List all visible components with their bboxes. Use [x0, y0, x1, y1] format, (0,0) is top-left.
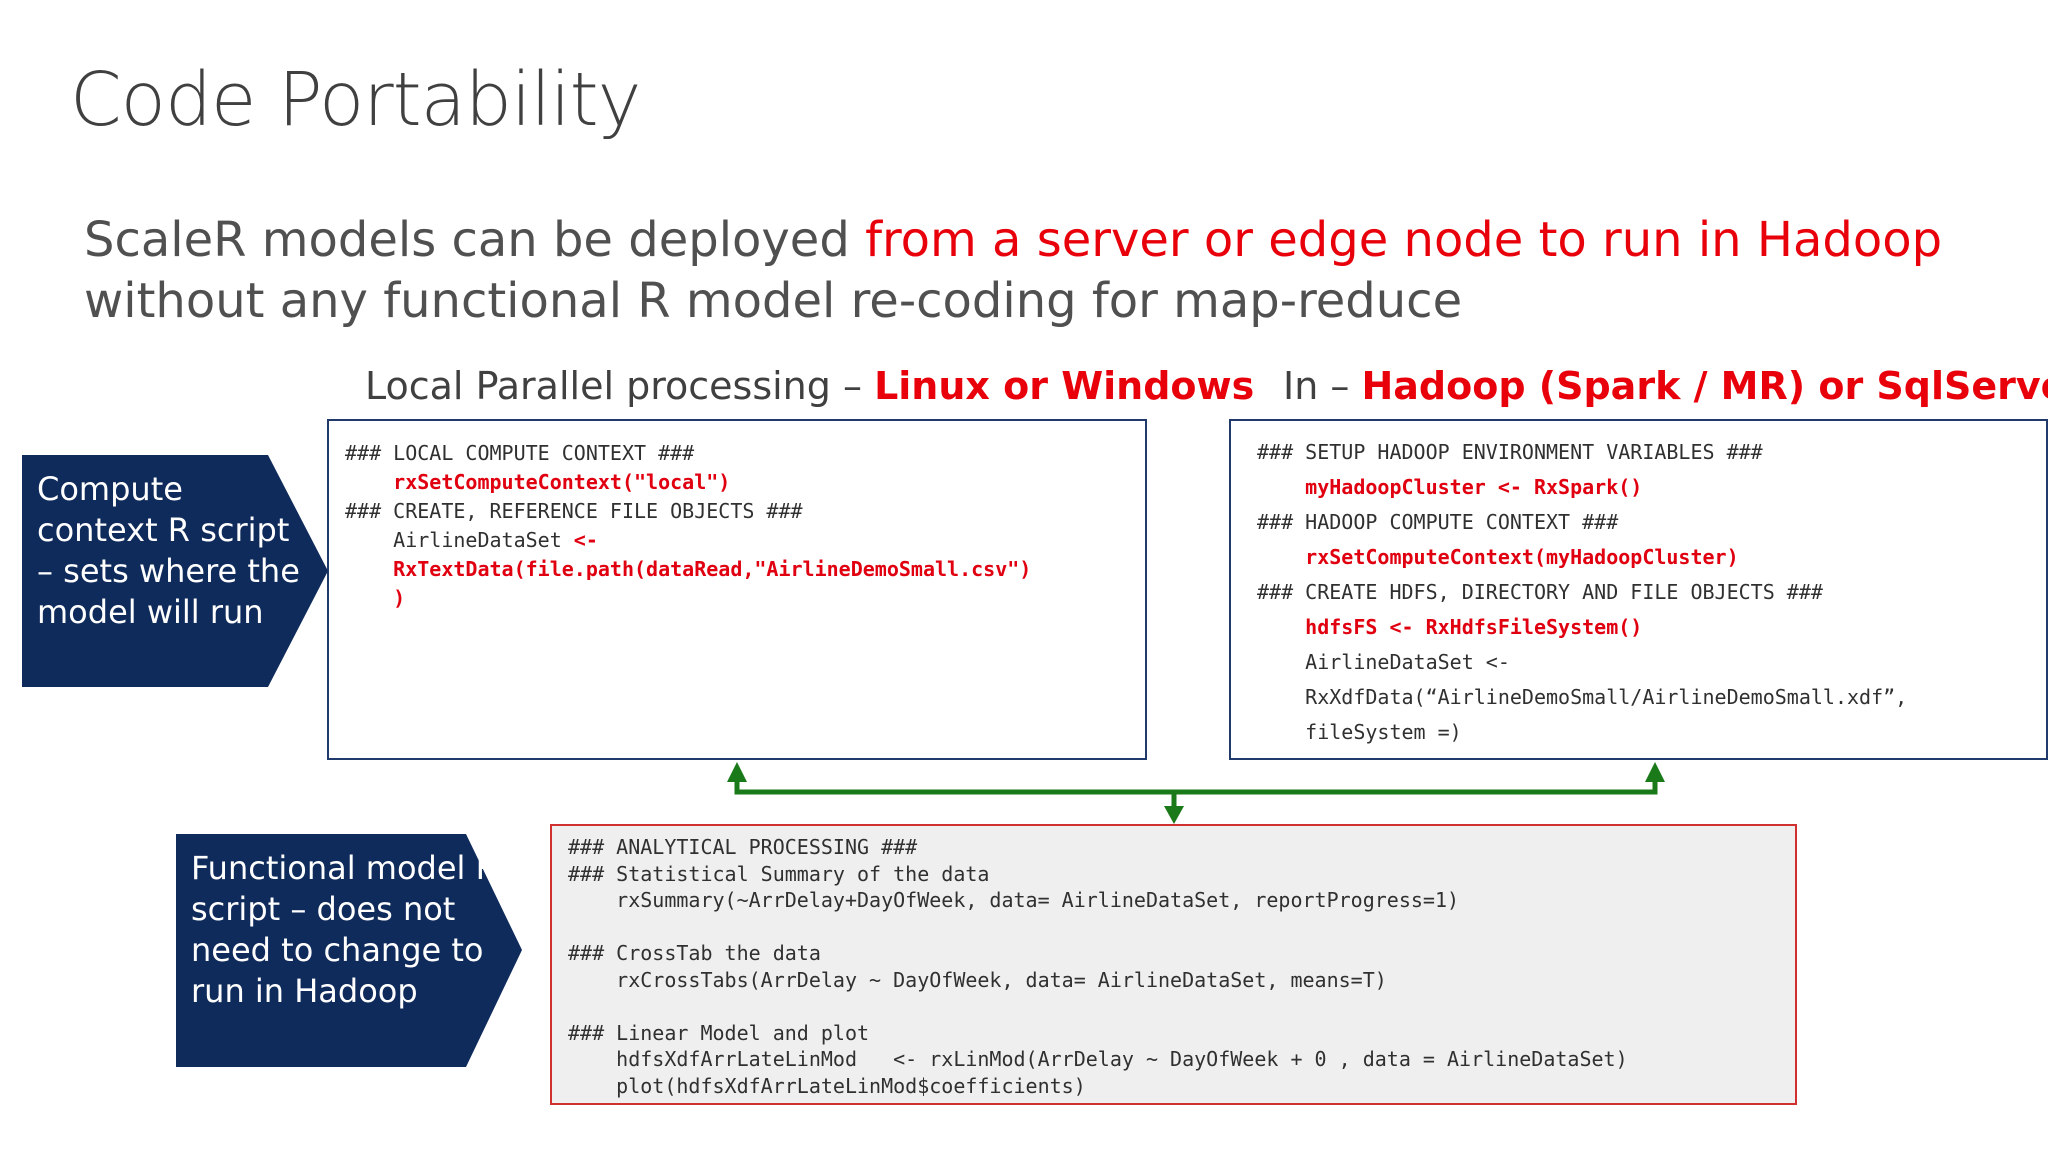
- callout-line: need to change to: [191, 931, 484, 969]
- code-line: ### CREATE, REFERENCE FILE OBJECTS ###: [345, 499, 803, 523]
- slide-title: Code Portability: [70, 57, 641, 143]
- arrow-down-icon: [1164, 806, 1184, 824]
- code-line: RxTextData(file.path(dataRead,"AirlineDe…: [345, 557, 1032, 581]
- functional-model-callout-text: Functional model R script – does not nee…: [191, 848, 498, 1012]
- right-code-panel: ### SETUP HADOOP ENVIRONMENT VARIABLES #…: [1229, 419, 2048, 760]
- code-line: myHadoopCluster <- RxSpark(): [1257, 475, 1643, 499]
- right-panel-heading: In – Hadoop (Spark / MR) or SqlServer: [1283, 364, 2048, 408]
- callout-line: model will run: [37, 593, 264, 631]
- callout-line: context R script: [37, 511, 290, 549]
- code-line: ### ANALYTICAL PROCESSING ###: [568, 835, 918, 859]
- compute-context-callout-shape: [22, 455, 328, 687]
- callout-line: Compute: [37, 470, 183, 508]
- compute-context-callout-text: Compute context R script – sets where th…: [37, 469, 300, 633]
- compute-context-callout: Compute context R script – sets where th…: [22, 455, 328, 687]
- code-line: rxSetComputeContext(myHadoopCluster): [1257, 545, 1739, 569]
- subtitle-highlight: from a server or edge node to run in Had…: [865, 212, 1943, 268]
- code-line: hdfsFS <- RxHdfsFileSystem(): [1257, 615, 1643, 639]
- callout-line: Functional model R: [191, 849, 498, 887]
- code-line: ### LOCAL COMPUTE CONTEXT ###: [345, 441, 695, 465]
- subtitle-line-2: without any functional R model re-coding…: [84, 273, 1463, 329]
- callout-line: run in Hadoop: [191, 972, 418, 1010]
- code-line: ): [345, 586, 406, 610]
- code-line: ### SETUP HADOOP ENVIRONMENT VARIABLES #…: [1257, 440, 1763, 464]
- slide-subtitle: ScaleR models can be deployed from a ser…: [84, 210, 1984, 332]
- callout-line: script – does not: [191, 890, 456, 928]
- code-line: rxCrossTabs(ArrDelay ~ DayOfWeek, data= …: [568, 967, 1387, 992]
- code-line: ### Statistical Summary of the data: [568, 861, 990, 886]
- right-heading-prefix: In –: [1283, 364, 1362, 408]
- callout-line: – sets where the: [37, 552, 300, 590]
- code-line: AirlineDataSet <-: [345, 528, 598, 552]
- left-code-block: ### LOCAL COMPUTE CONTEXT ### rxSetCompu…: [345, 439, 1145, 613]
- code-line: ### Linear Model and plot: [568, 1020, 870, 1045]
- code-line: plot(hdfsXdfArrLateLinMod$coefficients): [568, 1073, 1086, 1098]
- code-line: ### HADOOP COMPUTE CONTEXT ###: [1257, 510, 1619, 534]
- code-line: rxSetComputeContext("local"): [345, 470, 731, 494]
- connector-arrowheads: [727, 762, 1665, 824]
- code-line: ### CrossTab the data: [568, 941, 821, 965]
- code-line: hdfsXdfArrLateLinMod <- rxLinMod(ArrDela…: [568, 1047, 1628, 1071]
- left-heading-prefix: Local Parallel processing –: [365, 364, 875, 408]
- connector-lines: [734, 782, 1658, 810]
- bottom-code-block: ### ANALYTICAL PROCESSING ###### Statist…: [568, 834, 1795, 1099]
- left-heading-highlight: Linux or Windows: [874, 364, 1255, 408]
- code-line: AirlineDataSet <-: [1257, 650, 1510, 674]
- left-panel-heading: Local Parallel processing – Linux or Win…: [365, 364, 1254, 408]
- code-line: fileSystem =): [1257, 720, 1462, 744]
- code-line: ### CREATE HDFS, DIRECTORY AND FILE OBJE…: [1257, 580, 1823, 604]
- arrow-up-left-icon: [727, 762, 747, 782]
- right-code-block: ### SETUP HADOOP ENVIRONMENT VARIABLES #…: [1257, 435, 2046, 750]
- bottom-code-panel: ### ANALYTICAL PROCESSING ###### Statist…: [550, 824, 1797, 1105]
- right-heading-highlight: Hadoop (Spark / MR) or SqlServer: [1361, 364, 2048, 408]
- subtitle-prefix: ScaleR models can be deployed: [84, 212, 866, 268]
- subtitle-line-1: ScaleR models can be deployed from a ser…: [84, 210, 1984, 271]
- code-line: rxSummary(~ArrDelay+DayOfWeek, data= Air…: [568, 888, 1460, 912]
- code-line: RxXdfData(“AirlineDemoSmall/AirlineDemoS…: [1257, 685, 1908, 709]
- functional-model-callout-shape: [176, 834, 522, 1067]
- arrow-up-right-icon: [1645, 762, 1665, 782]
- left-code-panel: ### LOCAL COMPUTE CONTEXT ### rxSetCompu…: [327, 419, 1147, 760]
- functional-model-callout: Functional model R script – does not nee…: [176, 834, 522, 1067]
